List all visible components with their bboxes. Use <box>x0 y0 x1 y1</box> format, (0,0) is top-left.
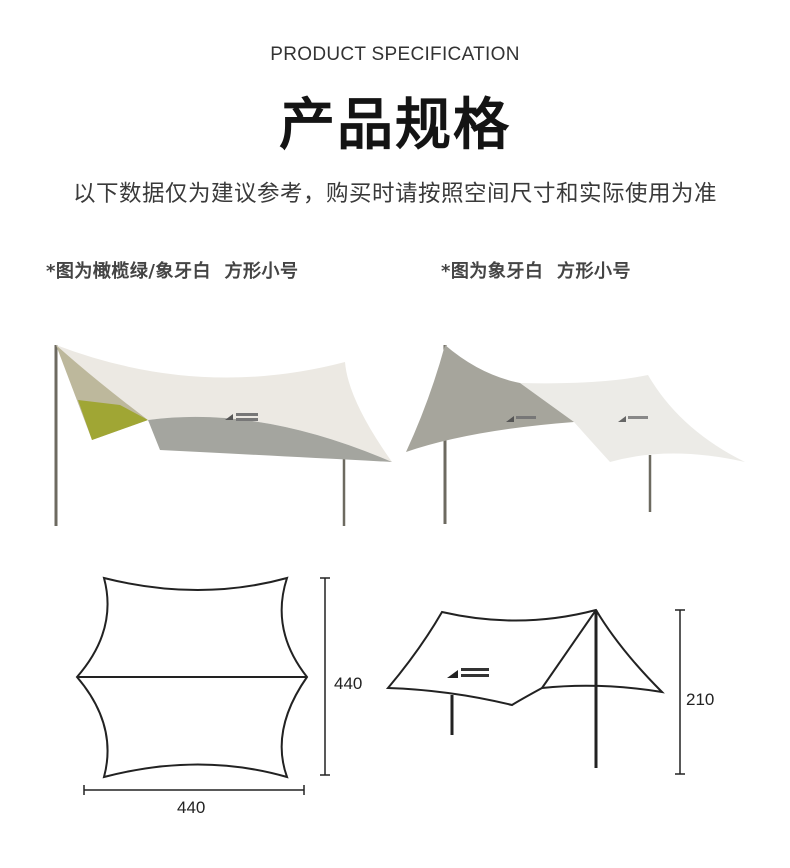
subtitle-note: 以下数据仅为建议参考，购买时请按照空间尺寸和实际使用为准 <box>72 181 717 207</box>
caption-left: *图为橄榄绿/象牙白 方形小号 <box>46 261 299 282</box>
dim-label-width: 440 <box>177 798 206 817</box>
tarp-fold <box>541 609 597 689</box>
olive-inner-flap <box>78 400 148 440</box>
mobi-garden-logo <box>506 416 648 422</box>
page-title: 产品规格 <box>279 93 511 158</box>
ivory-canopy <box>56 345 392 462</box>
photo-ivory-tarp <box>406 345 745 524</box>
caption-right: *图为象牙白 方形小号 <box>441 261 631 282</box>
mobi-garden-logo <box>447 668 489 678</box>
diagram-side-tarp <box>385 608 685 775</box>
dim-label-height: 440 <box>334 674 363 693</box>
canopy-underside <box>148 416 392 462</box>
gray-canopy <box>406 345 574 452</box>
en-section-title: PRODUCT SPECIFICATION <box>270 44 520 65</box>
diagram-square-tarp <box>75 576 330 795</box>
dim-label-side-height: 210 <box>686 690 715 709</box>
mobi-garden-logo <box>225 413 258 421</box>
photo-olive-ivory-tarp <box>54 345 392 526</box>
tarp-outline <box>385 608 665 707</box>
